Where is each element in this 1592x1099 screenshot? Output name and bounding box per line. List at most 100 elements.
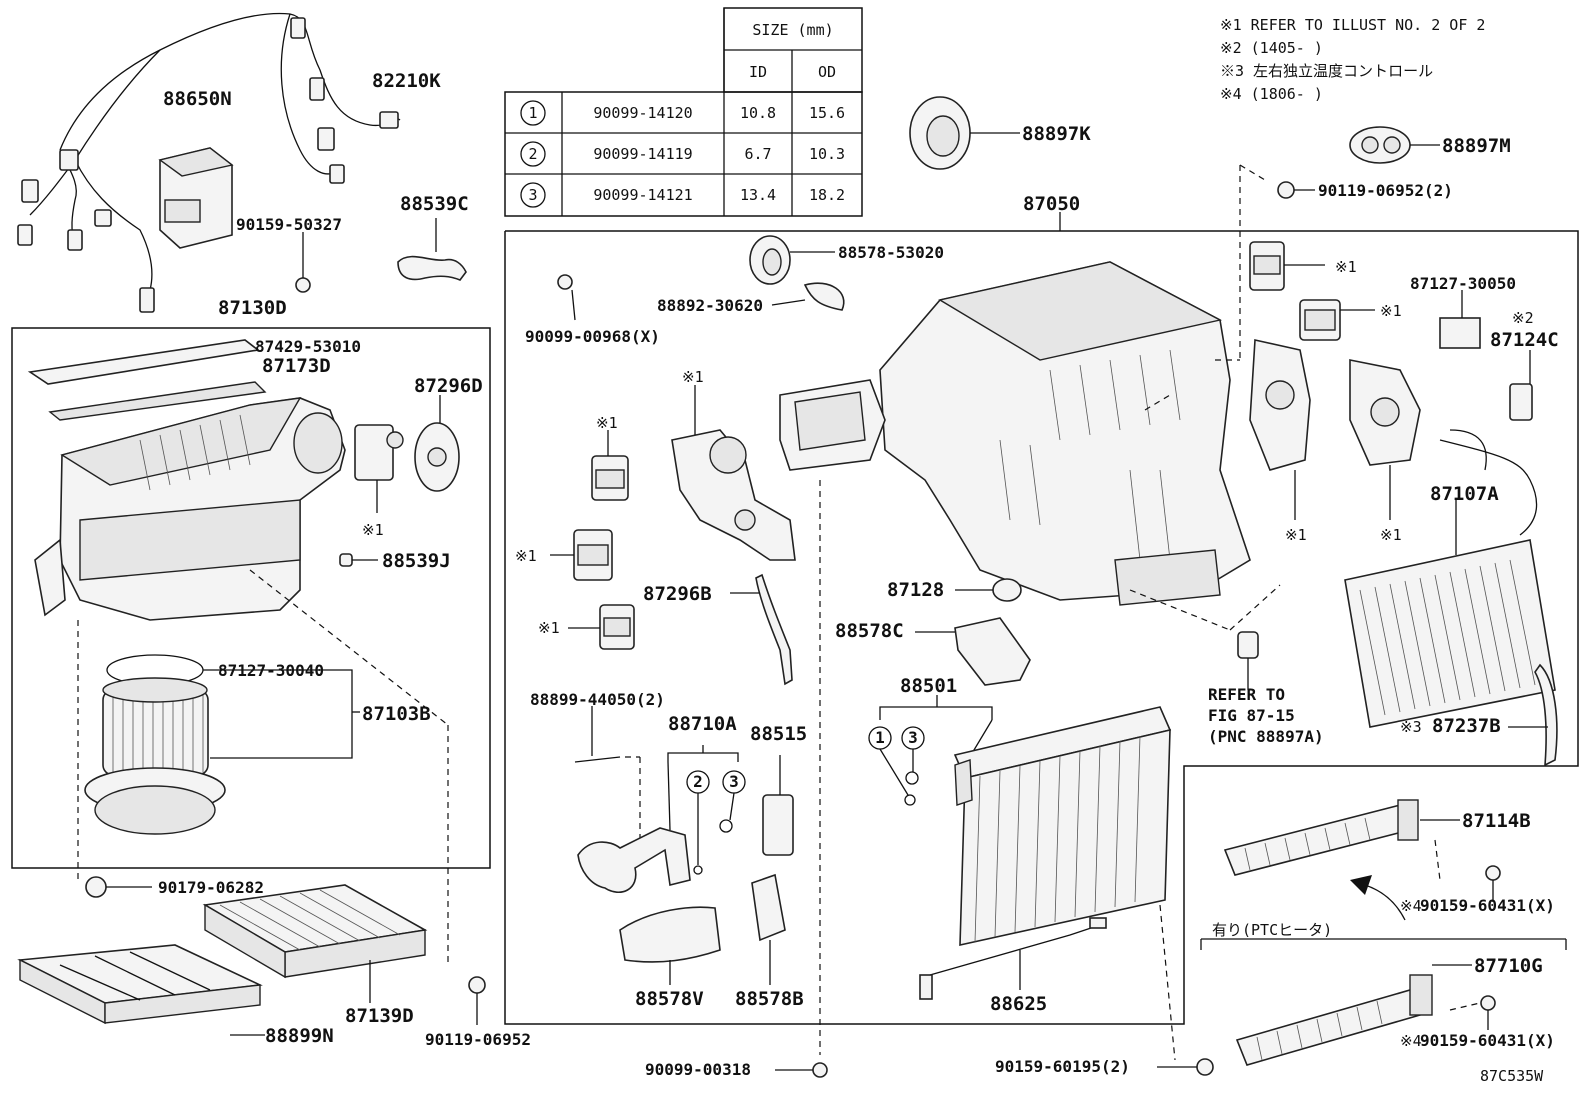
label-88897k: 88897K <box>1022 123 1091 145</box>
hose-88539c <box>397 255 467 281</box>
label-87114b: 87114B <box>1462 810 1531 832</box>
note-4: ※4 (1806- ) <box>1220 85 1323 103</box>
rod-87296b <box>755 573 793 686</box>
mark-ref2: ※2 <box>1512 309 1534 327</box>
label-87128: 87128 <box>887 579 944 601</box>
label-88539c: 88539C <box>400 193 469 215</box>
screw-icon <box>295 277 311 293</box>
label-82210k: 82210K <box>372 70 441 92</box>
label-88578-53020: 88578-53020 <box>838 243 944 262</box>
mark-ref1: ※1 <box>538 619 560 637</box>
label-87237b: 87237B <box>1432 715 1501 737</box>
note-3: ※3 左右独立温度コントロール <box>1220 62 1433 80</box>
actuator-icon <box>1249 339 1311 471</box>
label-87127-30050: 87127-30050 <box>1410 274 1516 293</box>
controller-88650n <box>158 147 234 249</box>
pad-88578c <box>954 617 1031 686</box>
sensor-icon <box>1237 631 1259 659</box>
table-row-part: 90099-14120 <box>593 104 692 122</box>
ptc-heater-87114b <box>1223 799 1419 876</box>
table-row-od: 15.6 <box>809 104 845 122</box>
thermistor-88625 <box>1089 917 1107 929</box>
label-88899-44050: 88899-44050(2) <box>530 690 665 709</box>
screw-icon <box>1277 181 1295 199</box>
screw-icon <box>468 976 486 994</box>
label-88578c: 88578C <box>835 620 904 642</box>
screw-icon <box>1485 865 1501 881</box>
sensor-88515 <box>762 794 794 856</box>
pipe-88710a <box>577 827 691 893</box>
insulator-88578b <box>751 873 786 942</box>
circle-mark-1: 1 <box>875 728 885 747</box>
mark-ref1: ※1 <box>515 547 537 565</box>
duct-87237b <box>1534 663 1558 767</box>
clip-87124c <box>1509 383 1533 421</box>
blower-group-box <box>11 327 491 869</box>
label-87103b: 87103B <box>362 703 431 725</box>
seal-88892 <box>803 282 845 311</box>
label-88625: 88625 <box>990 993 1047 1015</box>
mark-ref1: ※1 <box>1380 526 1402 544</box>
label-87124c: 87124C <box>1490 329 1559 351</box>
servo-motor-icon <box>573 529 613 581</box>
label-88892-30620: 88892-30620 <box>657 296 763 315</box>
label-88710a: 88710A <box>668 713 737 735</box>
mark-ref1: ※1 <box>682 368 704 386</box>
label-88897m: 88897M <box>1442 135 1511 157</box>
note-2: ※2 (1405- ) <box>1220 39 1323 57</box>
label-87050: 87050 <box>1023 193 1080 215</box>
mark-ref4: ※4 <box>1400 897 1422 915</box>
refer-line-1: REFER TO <box>1208 685 1285 704</box>
label-90099-00968: 90099-00968(X) <box>525 327 660 346</box>
label-88539j: 88539J <box>382 550 451 572</box>
label-87139d: 87139D <box>345 1005 414 1027</box>
label-90179-06282: 90179-06282 <box>158 878 264 897</box>
label-87296b: 87296B <box>643 583 712 605</box>
label-88578v: 88578V <box>635 988 704 1010</box>
linkage-actuator <box>671 429 796 561</box>
part-labels: 88650N 82210K 88539C 90159-50327 87130D … <box>158 70 1559 1085</box>
clip-icon <box>85 876 107 898</box>
actuator-icon <box>1299 299 1341 341</box>
label-87429-53010: 87429-53010 <box>255 337 361 356</box>
servo-motor-icon <box>591 455 629 501</box>
mark-ref3: ※3 <box>1400 718 1422 736</box>
arrow-head-icon <box>1350 875 1372 895</box>
label-88515: 88515 <box>750 723 807 745</box>
table-row-mark: 1 <box>528 104 537 122</box>
label-90159-50327: 90159-50327 <box>236 215 342 234</box>
grommet-88897k <box>909 96 971 170</box>
heater-unit-87050 <box>779 261 1251 606</box>
grommet-88897m <box>1349 126 1411 164</box>
screw-icon <box>1480 995 1496 1011</box>
screw-icon <box>812 1062 828 1078</box>
screw-icon <box>557 274 573 290</box>
mark-ref1: ※1 <box>1335 258 1357 276</box>
wire-harness-82210k <box>17 12 401 313</box>
table-row-id: 13.4 <box>740 186 776 204</box>
circle-mark-3: 3 <box>908 728 918 747</box>
label-90099-00318: 90099-00318 <box>645 1060 751 1079</box>
label-90119-06952: 90119-06952 <box>425 1030 531 1049</box>
heater-unit-group-box <box>504 230 1579 1025</box>
circle-mark-3: 3 <box>729 772 739 791</box>
screw-icon <box>1196 1058 1214 1076</box>
table-row-mark: 2 <box>528 145 537 163</box>
size-table-title: SIZE (mm) <box>752 21 833 39</box>
insulator-88578v <box>619 906 721 963</box>
notes-block: ※1 REFER TO ILLUST NO. 2 OF 2 ※2 (1405- … <box>1220 16 1485 103</box>
refer-line-3: (PNC 88897A) <box>1208 727 1324 746</box>
label-87296d: 87296D <box>414 375 483 397</box>
size-table-col-od: OD <box>818 63 836 81</box>
mark-ref4: ※4 <box>1400 1032 1422 1050</box>
ptc-heater-note: 有り(PTCヒータ) <box>1212 921 1332 939</box>
table-row-part: 90099-14119 <box>593 145 692 163</box>
filter-case-88899n <box>17 944 263 1025</box>
mark-ref1: ※1 <box>596 414 618 432</box>
seal-88578-53020 <box>749 235 791 285</box>
heater-core-87107a <box>1344 429 1556 728</box>
table-row-id: 6.7 <box>744 145 771 163</box>
table-row-part: 90099-14121 <box>593 186 692 204</box>
size-table-col-id: ID <box>749 63 767 81</box>
label-88650n: 88650N <box>163 88 232 110</box>
